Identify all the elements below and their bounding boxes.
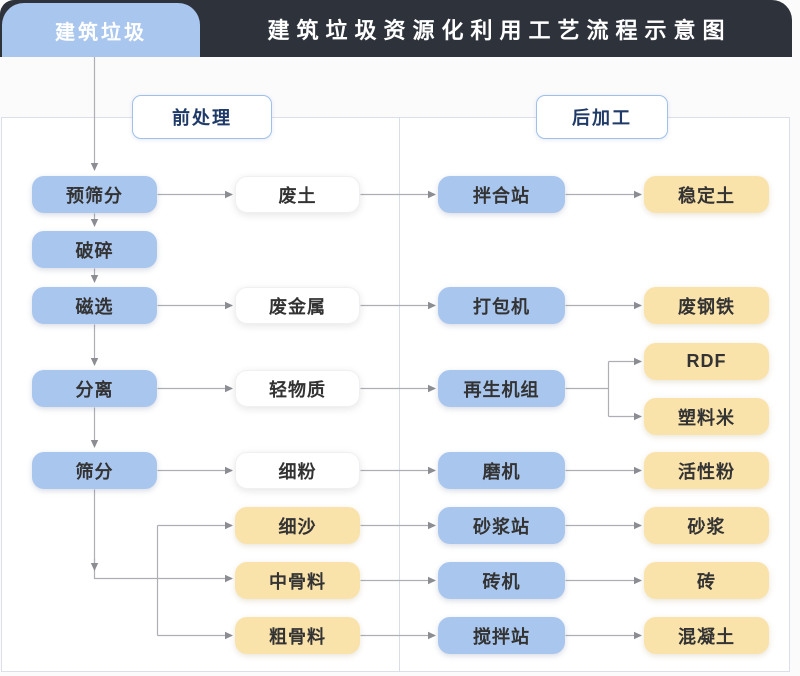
- node-brick: 砖: [644, 562, 769, 599]
- node-scrap-steel: 废钢铁: [644, 287, 769, 324]
- node-stabilized-soil: 稳定土: [644, 176, 769, 213]
- node-baler: 打包机: [438, 287, 565, 324]
- node-waste-soil: 废土: [235, 176, 360, 213]
- node-mill: 磨机: [438, 452, 565, 489]
- node-plastic-pellets: 塑料米: [644, 398, 769, 435]
- node-regeneration-unit: 再生机组: [438, 370, 565, 407]
- node-separation: 分离: [32, 370, 157, 407]
- diagram-title: 建筑垃圾资源化利用工艺流程示意图: [267, 17, 732, 43]
- node-active-powder: 活性粉: [644, 452, 769, 489]
- panel-divider: [399, 117, 400, 672]
- node-waste-metal: 废金属: [235, 287, 360, 324]
- node-magnetic-separation: 磁选: [32, 287, 157, 324]
- node-screening: 筛分: [32, 452, 157, 489]
- node-crushing: 破碎: [32, 231, 157, 268]
- node-concrete: 混凝土: [644, 617, 769, 654]
- root-node-construction-waste: 建筑垃圾: [2, 3, 200, 57]
- section-header-pre-processing: 前处理: [132, 95, 272, 139]
- node-mortar-station: 砂浆站: [438, 507, 565, 544]
- node-pre-screening: 预筛分: [32, 176, 157, 213]
- node-rdf: RDF: [644, 343, 769, 380]
- node-mortar: 砂浆: [644, 507, 769, 544]
- node-stirring-station: 搅拌站: [438, 617, 565, 654]
- node-medium-aggregate: 中骨料: [235, 562, 360, 599]
- node-brick-machine: 砖机: [438, 562, 565, 599]
- section-header-post-processing: 后加工: [536, 95, 668, 139]
- node-fine-sand: 细沙: [235, 507, 360, 544]
- node-coarse-aggregate: 粗骨料: [235, 617, 360, 654]
- node-mixing-station: 拌合站: [438, 176, 565, 213]
- node-light-material: 轻物质: [235, 370, 360, 407]
- node-fine-powder: 细粉: [235, 452, 360, 489]
